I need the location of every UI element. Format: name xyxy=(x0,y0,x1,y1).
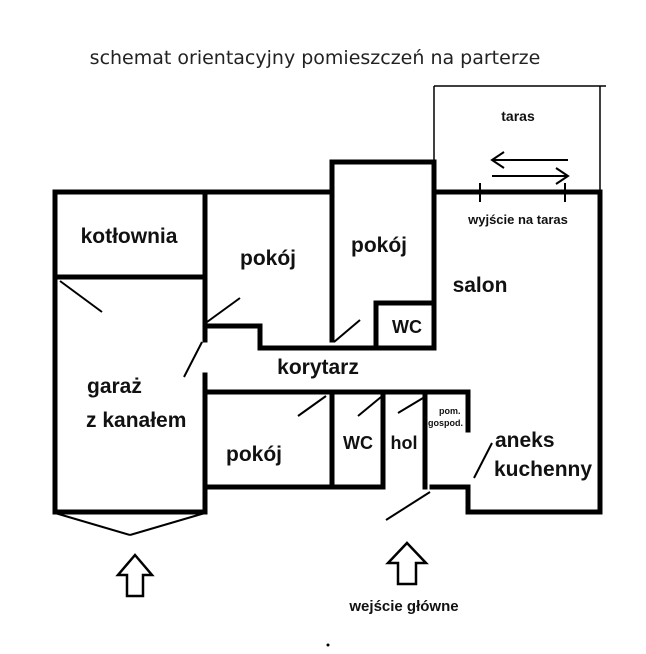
room-label-korytarz: korytarz xyxy=(277,356,359,379)
garage-gate xyxy=(54,512,206,536)
garage-entry-arrow-icon xyxy=(115,553,155,598)
terrace-label: taras xyxy=(501,108,535,124)
interior-walls xyxy=(52,189,471,490)
doors xyxy=(59,280,493,521)
terrace-exit-label: wyjście na taras xyxy=(467,212,568,227)
room-label-pom-line2: gospod. xyxy=(428,418,463,428)
room-label-hol: hol xyxy=(391,433,418,453)
room-label-pokoj-center: pokój xyxy=(351,234,407,257)
room-label-garaz-line2: z kanałem xyxy=(86,409,186,432)
room-label-wc-lower: WC xyxy=(343,433,373,453)
door-pokoj-bottom xyxy=(297,395,327,417)
stray-dot xyxy=(326,643,330,647)
room-label-pom-line1: pom. xyxy=(439,406,461,416)
door-pokoj-center xyxy=(333,319,361,343)
door-pokoj-left xyxy=(206,297,241,323)
door-main xyxy=(385,491,431,521)
room-label-kotlownia: kotłownia xyxy=(81,225,178,248)
room-label-aneks-line2: kuchenny xyxy=(494,458,592,481)
door-kotlownia xyxy=(59,280,103,313)
room-label-salon: salon xyxy=(453,274,508,297)
room-label-aneks-line1: aneks xyxy=(495,429,555,452)
room-label-pokoj-bottom: pokój xyxy=(226,443,282,466)
room-label-wc-upper: WC xyxy=(392,317,422,337)
door-hol xyxy=(397,397,424,414)
door-garage xyxy=(183,341,203,378)
main-entrance-label: wejście główne xyxy=(348,598,458,615)
door-aneks xyxy=(473,442,493,479)
door-wc-lower xyxy=(357,396,382,417)
room-label-pokoj-left: pokój xyxy=(240,247,296,270)
diagram-title: schemat orientacyjny pomieszczeń na part… xyxy=(90,47,541,69)
terrace-arrows-icon xyxy=(490,151,570,185)
main-entry-arrow-icon xyxy=(385,541,429,586)
room-label-garaz-line1: garaż xyxy=(87,375,142,398)
